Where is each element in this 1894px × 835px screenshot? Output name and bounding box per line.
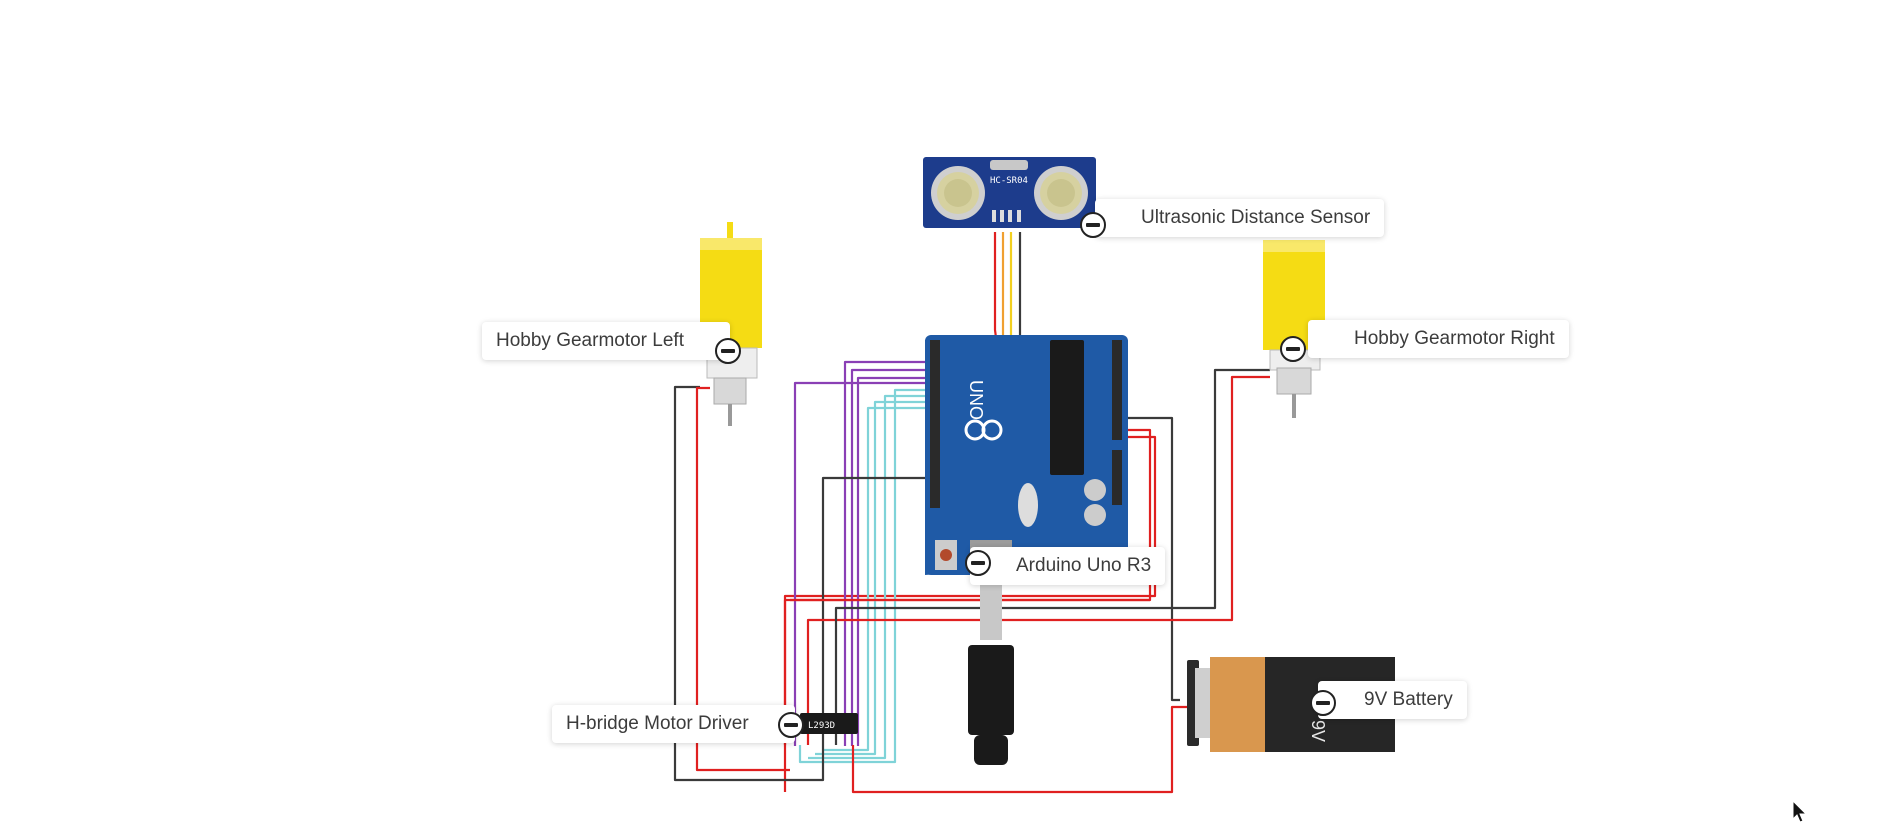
arduino-board[interactable]: UNO — [925, 335, 1128, 575]
wire-purple-3[interactable] — [856, 376, 935, 746]
wire-battery-plus[interactable] — [851, 705, 1190, 794]
battery-label-text: 9V Battery — [1364, 689, 1453, 710]
battery-text: 9V — [1308, 720, 1328, 742]
wire-black-right-motor[interactable] — [834, 368, 1270, 745]
wire-purple-4[interactable] — [793, 381, 935, 746]
hbridge-chip-text: L293D — [808, 721, 835, 731]
wire-red-lower[interactable] — [783, 598, 1150, 745]
mouse-cursor-icon — [1792, 800, 1808, 823]
motor-right-label[interactable]: Hobby Gearmotor Right — [1308, 320, 1569, 358]
arduino-board-text: UNO — [966, 380, 986, 420]
wire-left-motor-red[interactable] — [695, 386, 790, 772]
wire-black-gnd[interactable] — [673, 385, 935, 782]
motor-left-label[interactable]: Hobby Gearmotor Left — [482, 322, 730, 360]
ultrasonic-label-text: Ultrasonic Distance Sensor — [1141, 207, 1371, 228]
motor-left-remove-button[interactable] — [715, 338, 741, 364]
motor-right-label-text: Hobby Gearmotor Right — [1354, 328, 1555, 349]
ultrasonic-remove-button[interactable] — [1080, 212, 1106, 238]
wire-cyan-2[interactable] — [808, 394, 935, 760]
wire-cyan-4[interactable] — [822, 406, 935, 752]
battery-label[interactable]: 9V Battery — [1318, 681, 1467, 719]
wire-cyan-3[interactable] — [815, 400, 935, 756]
sensor-chip-text: HC-SR04 — [990, 176, 1028, 186]
hbridge-chip[interactable]: L293D — [800, 713, 858, 734]
wire-purple-2[interactable] — [850, 368, 935, 746]
hbridge-label-text: H-bridge Motor Driver — [566, 713, 749, 734]
arduino-label[interactable]: Arduino Uno R3 — [970, 547, 1166, 585]
motor-left-label-text: Hobby Gearmotor Left — [496, 330, 684, 351]
motor-right-remove-button[interactable] — [1280, 336, 1306, 362]
usb-cable[interactable] — [968, 570, 1014, 765]
wire-red-right-motor[interactable] — [806, 375, 1270, 745]
ultrasonic-sensor[interactable]: HC-SR04 — [923, 157, 1096, 228]
wire-cyan-1[interactable] — [798, 388, 935, 764]
wire-purple-1[interactable] — [843, 360, 935, 746]
ultrasonic-label[interactable]: Ultrasonic Distance Sensor — [1095, 199, 1385, 237]
hbridge-label[interactable]: H-bridge Motor Driver — [552, 705, 795, 743]
battery-remove-button[interactable] — [1310, 690, 1336, 716]
arduino-remove-button[interactable] — [965, 550, 991, 576]
arduino-label-text: Arduino Uno R3 — [1016, 555, 1152, 576]
hbridge-remove-button[interactable] — [778, 712, 804, 738]
